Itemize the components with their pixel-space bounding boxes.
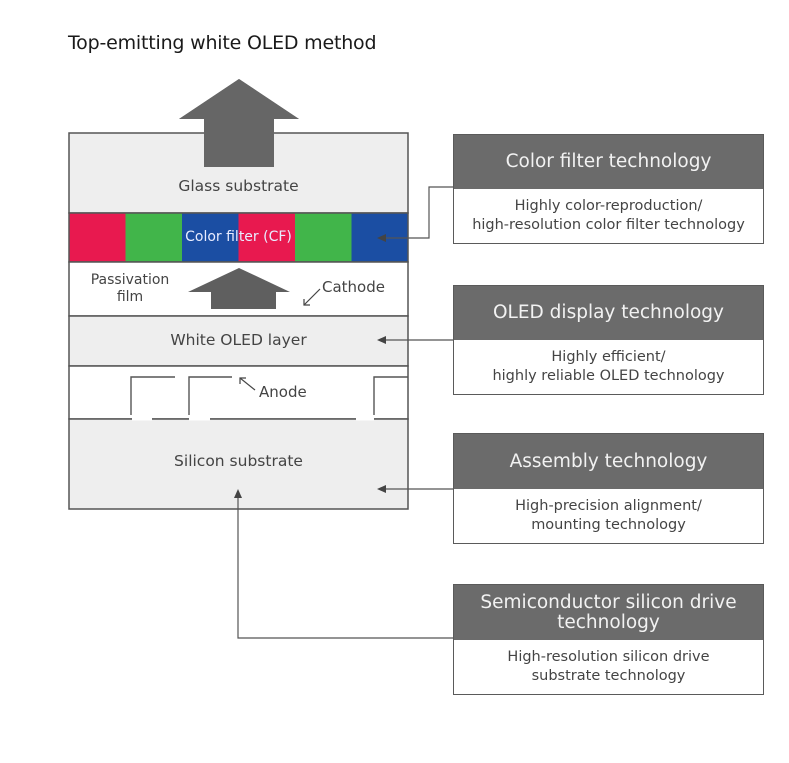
color-filter-cell-blue <box>182 213 239 262</box>
tech-card-color-filter: Color filter technology Highly color-rep… <box>453 134 764 244</box>
small-emission-arrow-icon <box>188 268 290 309</box>
tech-card-oled-display: OLED display technology Highly efficient… <box>453 285 764 395</box>
layer-anode-region <box>68 365 409 420</box>
color-filter-cell-red <box>69 213 126 262</box>
tech-card-description: Highly efficient/ highly reliable OLED t… <box>492 349 725 384</box>
tech-card-heading: Semiconductor silicon drive technology <box>454 585 763 640</box>
tech-card-description: Highly color-reproduction/ high-resoluti… <box>472 198 745 233</box>
color-filter-cell-green <box>295 213 352 262</box>
color-filter-cell-green <box>125 213 183 262</box>
silicon-substrate-label: Silicon substrate <box>174 452 303 470</box>
anode-label: Anode <box>259 383 307 401</box>
arrowhead-icon <box>234 489 242 498</box>
connector-color-filter <box>385 186 453 239</box>
passivation-film-label: Passivation film <box>90 272 170 305</box>
tech-card-heading: OLED display technology <box>454 286 763 340</box>
white-oled-layer-label: White OLED layer <box>170 331 307 349</box>
tech-card-semiconductor: Semiconductor silicon drive technology H… <box>453 584 764 695</box>
arrowhead-icon <box>377 234 386 242</box>
anode-pointer-icon <box>239 377 256 391</box>
connector-semiconductor <box>237 497 453 639</box>
glass-substrate-label: Glass substrate <box>178 177 299 195</box>
layer-white-oled <box>68 315 409 367</box>
tech-card-assembly: Assembly technology High-precision align… <box>453 433 764 544</box>
tech-card-heading: Color filter technology <box>454 135 763 189</box>
color-filter-cell-red <box>238 213 296 262</box>
arrowhead-icon <box>377 336 386 344</box>
diagram-title: Top-emitting white OLED method <box>68 32 377 54</box>
color-filter-cells <box>68 212 409 263</box>
arrowhead-icon <box>377 485 386 493</box>
color-filter-label: Color filter (CF) <box>185 229 292 245</box>
cathode-label: Cathode <box>322 278 385 296</box>
tech-card-description: High-precision alignment/ mounting techn… <box>515 498 702 533</box>
tech-card-description: High-resolution silicon drive substrate … <box>507 649 710 684</box>
cathode-pointer-icon <box>303 288 321 306</box>
tech-card-heading: Assembly technology <box>454 434 763 489</box>
anode-electrodes <box>130 376 408 415</box>
